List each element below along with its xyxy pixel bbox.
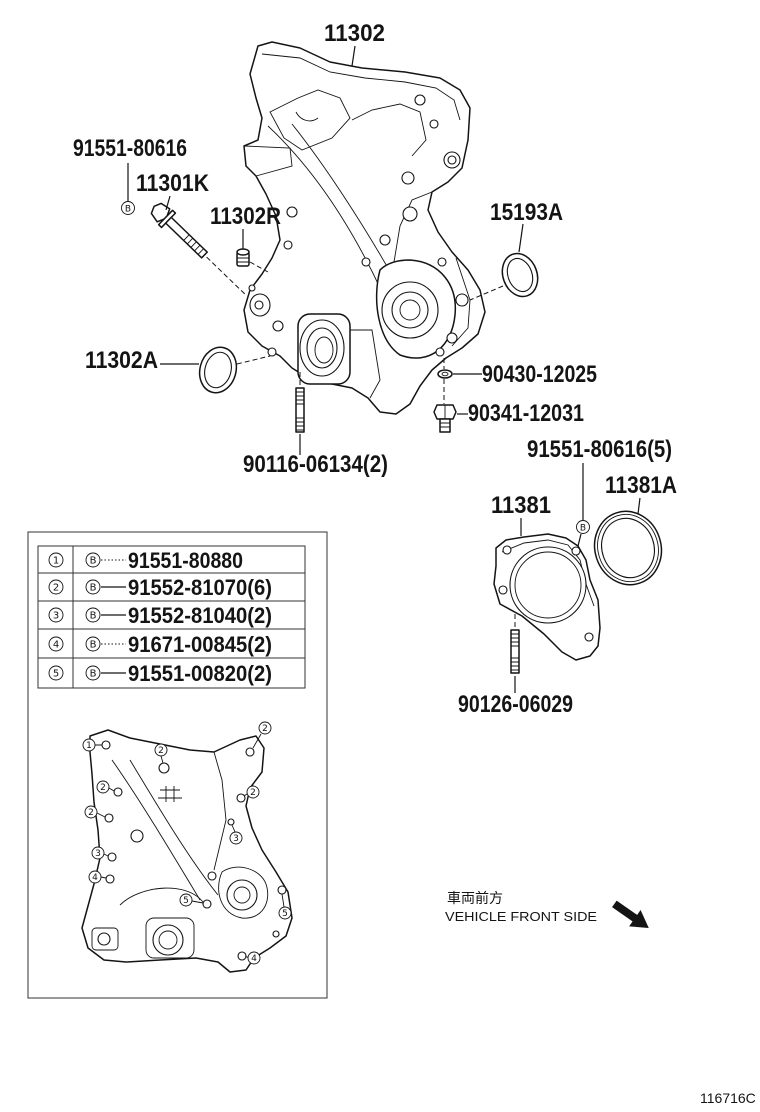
- leader-lines: [127, 45, 641, 693]
- row-index: 5: [53, 669, 59, 680]
- table-row: 4 B 91671-00845(2): [48, 632, 272, 657]
- callout-number: 2: [158, 746, 164, 756]
- callout-number: 5: [183, 896, 189, 906]
- inset-callout: 3: [229, 831, 243, 845]
- inset-callout: 2: [246, 785, 260, 799]
- gasket-15193a: [501, 252, 539, 298]
- bolt-symbol-label: B: [90, 556, 97, 567]
- callout-number: 2: [100, 783, 106, 793]
- callout-number: 2: [88, 808, 94, 818]
- inset-callout: 3: [91, 846, 105, 860]
- inset-callout: 2: [258, 721, 272, 735]
- stud-90116: [295, 372, 305, 433]
- label-washer: 90430-12025: [482, 361, 597, 388]
- gasket-11302a: [198, 346, 238, 394]
- stud-90126: [510, 614, 520, 674]
- washer-90430: [437, 358, 453, 404]
- bolt-symbol-marker: B: [121, 201, 135, 215]
- callout-number: 5: [282, 909, 288, 919]
- callout-number: 1: [86, 741, 92, 751]
- row-part-number: 91552-81070(6): [128, 575, 272, 600]
- label-bolt-ref: 91551-80616: [73, 135, 187, 162]
- row-index: 4: [53, 640, 59, 651]
- label-retainer-stud: 90126-06029: [458, 691, 573, 718]
- inset-callout: 4: [247, 951, 261, 965]
- row-part-number: 91551-00820(2): [128, 661, 272, 686]
- callout-number: 3: [233, 834, 239, 844]
- front-direction-arrow-icon: [612, 900, 649, 928]
- illustration-code: 116716C: [700, 1090, 756, 1106]
- bolt-symbol-label: B: [90, 669, 97, 680]
- callout-number: 2: [250, 788, 256, 798]
- table-row: 2 B 91552-81070(6): [48, 575, 272, 600]
- oil-seal-11381a: [593, 510, 663, 586]
- timing-cover: [243, 41, 486, 415]
- label-plug: 90341-12031: [468, 400, 584, 427]
- gasket-15193a-guide: [469, 285, 504, 301]
- bolt-symbol-label: B: [90, 640, 97, 651]
- label-retainer: 11381: [491, 492, 551, 519]
- bolt-symbol-label: B: [580, 524, 586, 534]
- gasket-11302a-guide: [236, 355, 271, 365]
- row-part-number: 91551-80880: [128, 548, 243, 573]
- callout-number: 4: [251, 954, 257, 964]
- label-retainer-bolt: 91551-80616(5): [527, 436, 672, 463]
- row-part-number: 91552-81040(2): [128, 603, 272, 628]
- label-gasket-right: 15193A: [490, 199, 563, 226]
- bolt-11301k: [150, 202, 248, 297]
- direction-label-jp: 車両前方: [447, 890, 503, 907]
- label-gasket-left: 11302A: [85, 347, 158, 374]
- bolt-legend-frame: [27, 531, 328, 999]
- inset-callout: 5: [278, 906, 292, 920]
- bolt-location-inset: 1 2 2 2 2 2 3 3 4 5 5 4: [81, 721, 293, 973]
- callout-number: 4: [92, 873, 98, 883]
- bolt-symbol-label: B: [125, 205, 131, 215]
- inset-callout: 5: [179, 893, 193, 907]
- bolt-symbol-marker: B: [576, 520, 590, 534]
- direction-label-en: VEHICLE FRONT SIDE: [445, 909, 597, 924]
- callout-number: 2: [262, 724, 268, 734]
- inset-callout: 2: [96, 780, 110, 794]
- row-index: 3: [53, 611, 59, 622]
- label-bolt-assy: 11301K: [136, 170, 210, 197]
- bolt-symbol-label: B: [90, 583, 97, 594]
- label-stud: 90116-06134(2): [243, 451, 388, 478]
- oil-seal-retainer-11381: [493, 533, 601, 661]
- inset-callout: 1: [82, 738, 96, 752]
- label-pin: 11302R: [210, 203, 281, 230]
- inset-callout: 2: [154, 743, 168, 757]
- table-row: 1 B 91551-80880: [48, 548, 243, 573]
- table-row: 5 B 91551-00820(2): [48, 661, 272, 686]
- row-part-number: 91671-00845(2): [128, 632, 272, 657]
- row-index: 2: [53, 583, 59, 594]
- bolt-table: 1 B 91551-80880 2 B 91552-81070(6) 3 B 9…: [37, 545, 306, 689]
- bolt-symbol-label: B: [90, 611, 97, 622]
- label-cover: 11302: [324, 20, 385, 47]
- inset-callout: 4: [88, 870, 102, 884]
- label-oil-seal: 11381A: [605, 472, 677, 499]
- pin-11302r: [236, 248, 269, 273]
- row-index: 1: [53, 556, 59, 567]
- plug-90341: [433, 404, 457, 433]
- callout-number: 3: [95, 849, 101, 859]
- table-row: 3 B 91552-81040(2): [48, 603, 272, 628]
- inset-callout: 2: [84, 805, 98, 819]
